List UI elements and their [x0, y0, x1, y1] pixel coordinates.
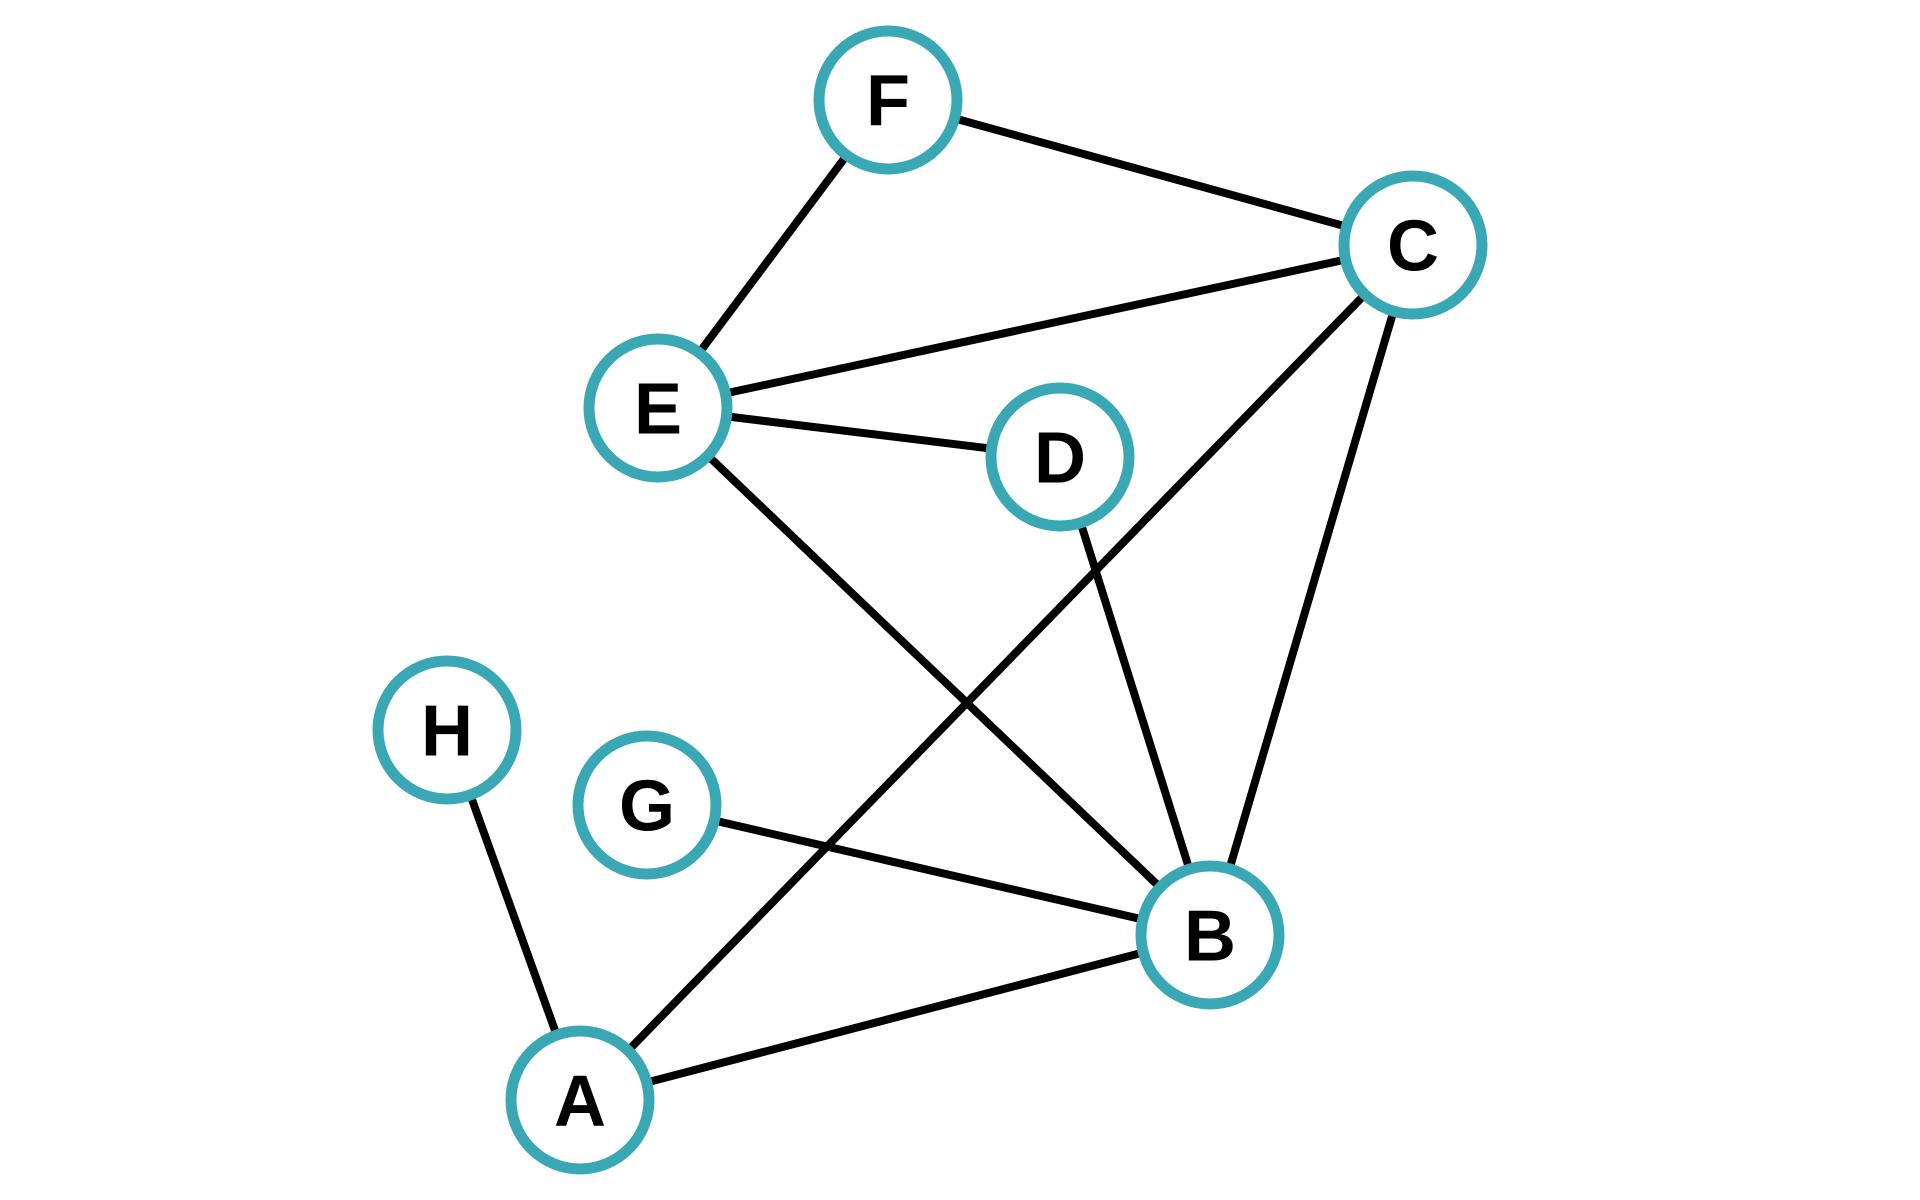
node-circle-E[interactable] — [583, 333, 733, 483]
edge-B-G — [643, 801, 1214, 939]
node-circle-C[interactable] — [1338, 170, 1488, 320]
edge-B-E — [654, 404, 1214, 939]
node-circle-G[interactable] — [572, 730, 722, 880]
node-circle-A[interactable] — [505, 1025, 655, 1175]
node-D[interactable]: D — [985, 382, 1135, 532]
edge-A-B — [576, 931, 1214, 1104]
edge-B-D — [1056, 453, 1214, 939]
edge-B-C — [1206, 241, 1417, 939]
node-G[interactable]: G — [572, 730, 722, 880]
node-A[interactable]: A — [505, 1025, 655, 1175]
node-B[interactable]: B — [1135, 860, 1285, 1010]
node-E[interactable]: E — [583, 333, 733, 483]
node-H[interactable]: H — [372, 655, 522, 805]
node-F[interactable]: F — [813, 25, 963, 175]
edge-C-F — [884, 96, 1417, 249]
edge-A-C — [576, 241, 1417, 1104]
edge-C-E — [654, 241, 1417, 412]
node-circle-B[interactable] — [1135, 860, 1285, 1010]
node-C[interactable]: C — [1338, 170, 1488, 320]
node-circle-F[interactable] — [813, 25, 963, 175]
node-circle-D[interactable] — [985, 382, 1135, 532]
node-circle-H[interactable] — [372, 655, 522, 805]
